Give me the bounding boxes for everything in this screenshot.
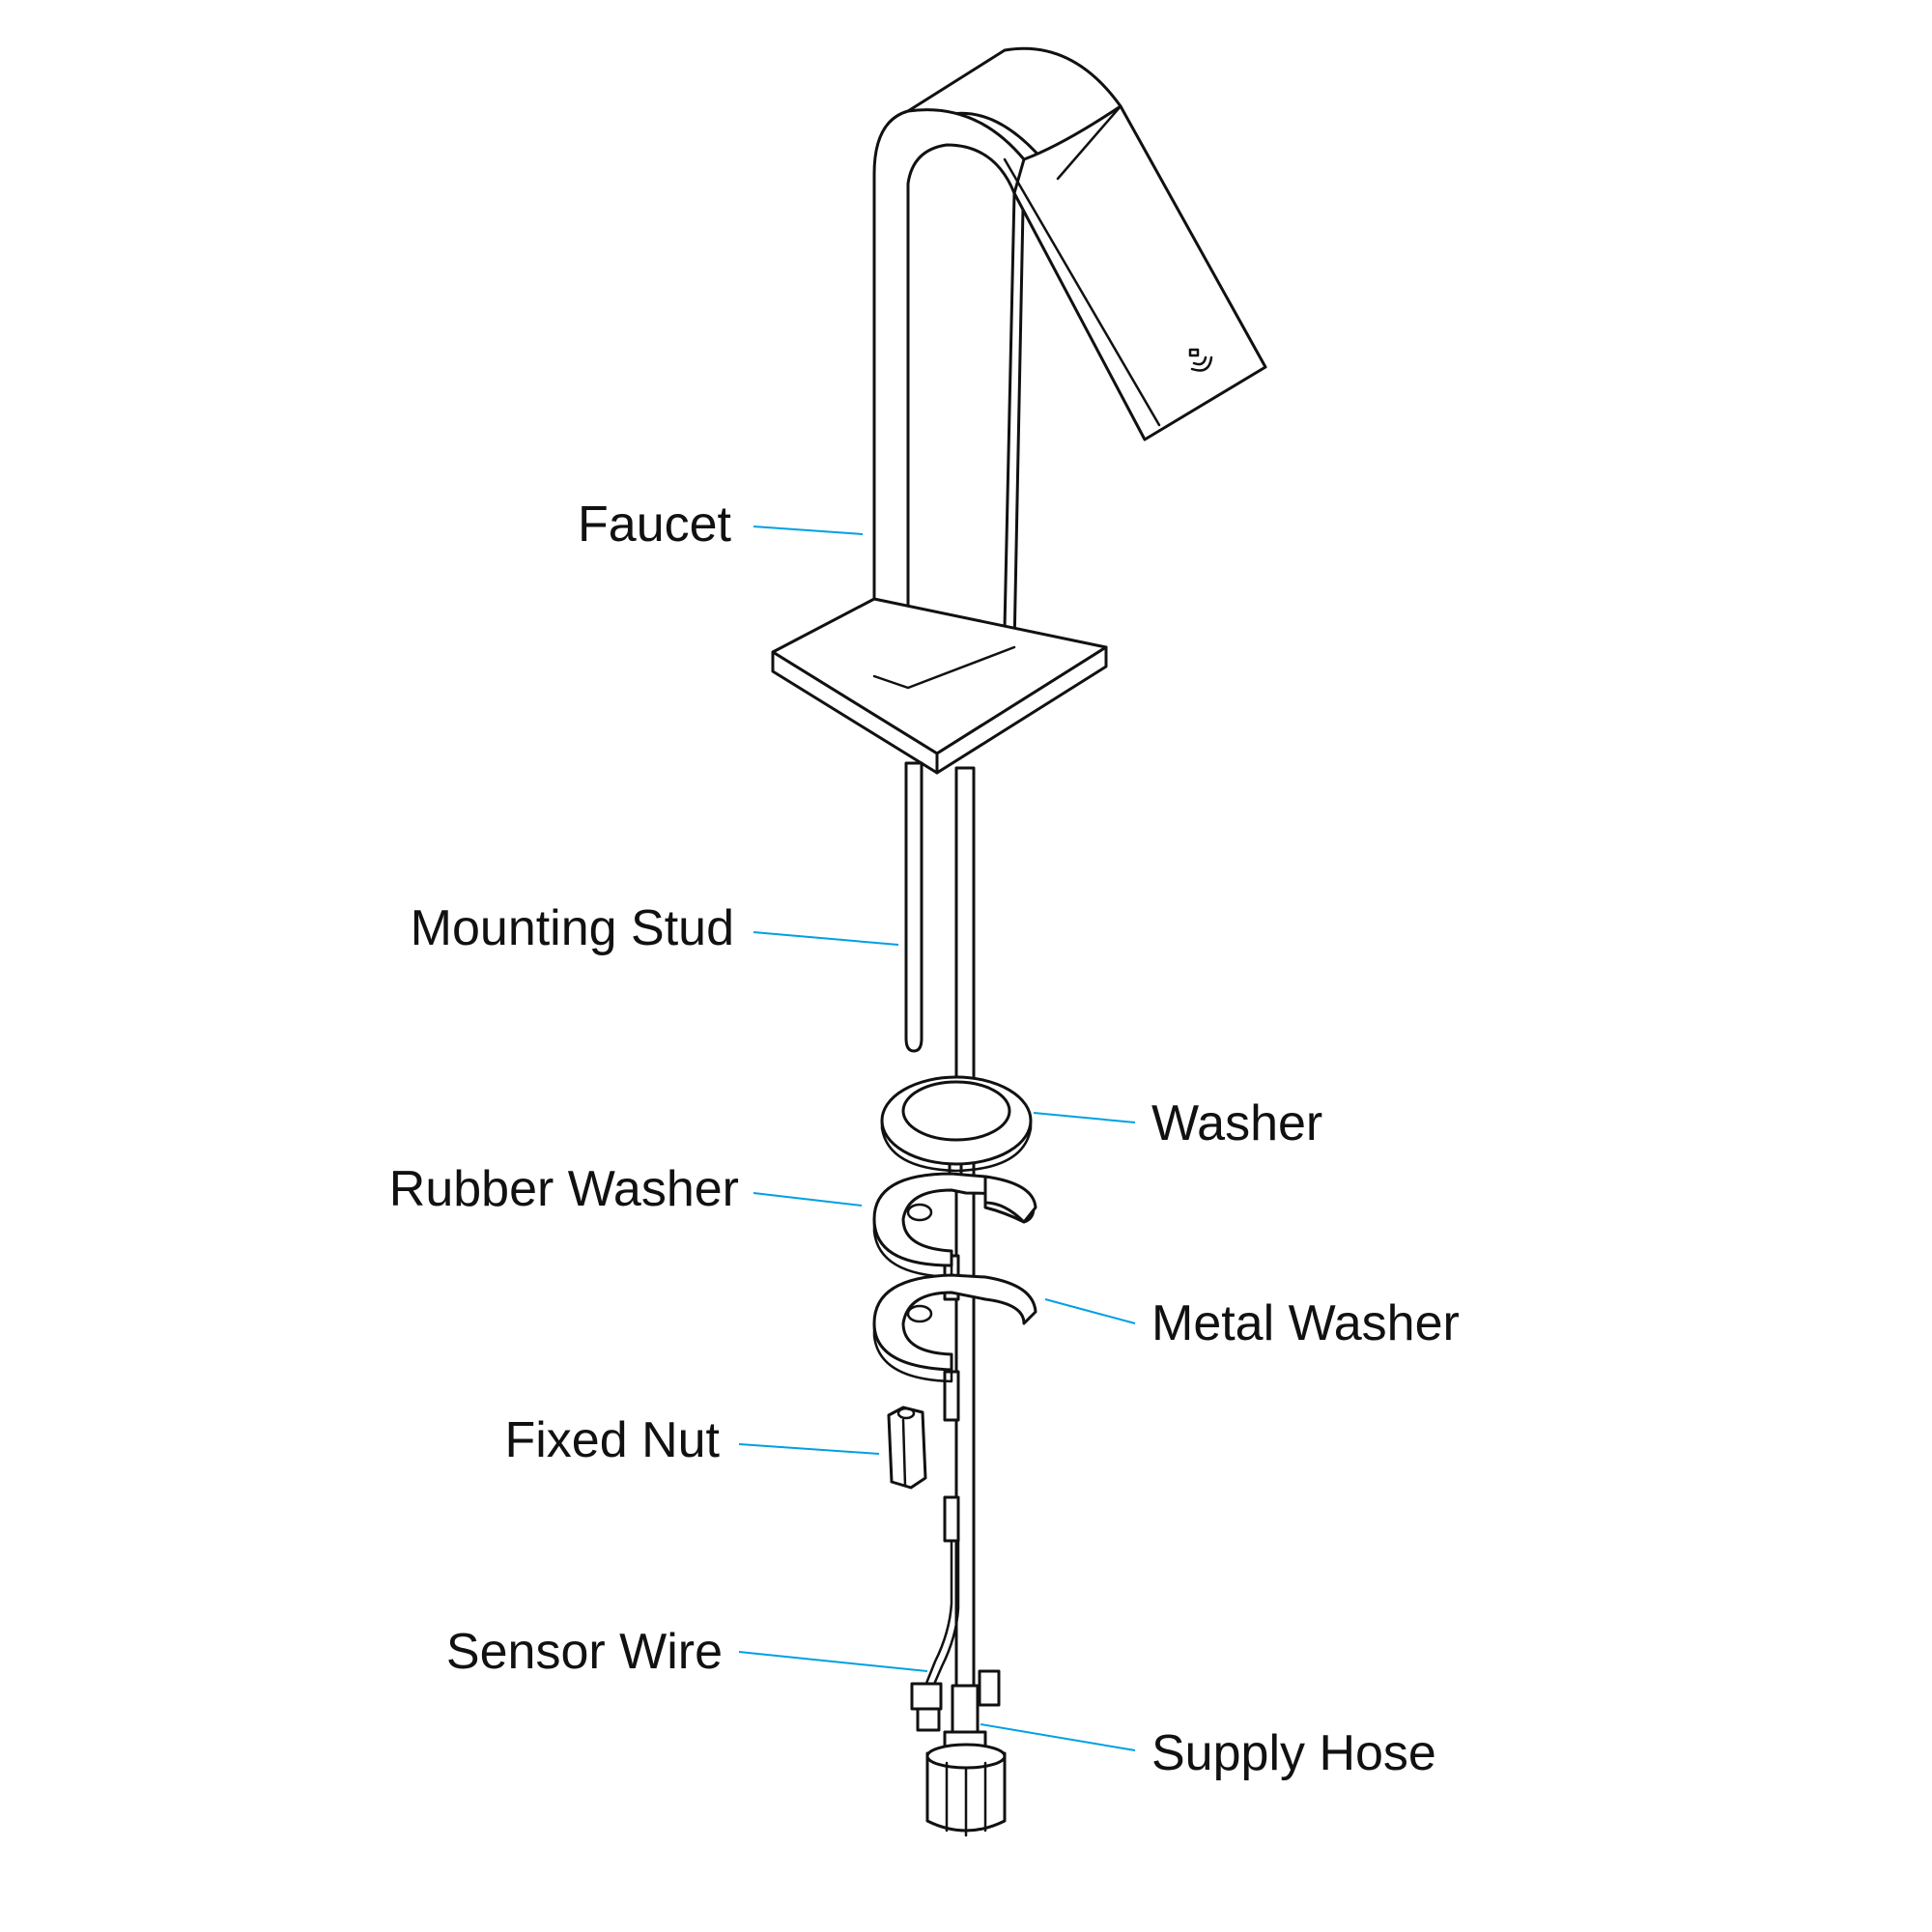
leader-supply-hose — [980, 1723, 1136, 1751]
faucet-part — [872, 46, 1267, 678]
leader-rubber-washer — [753, 1192, 863, 1207]
supply-hose-nut — [925, 1684, 1007, 1837]
label-metal-washer: Metal Washer — [1151, 1295, 1460, 1351]
rubber-washer — [872, 1172, 1037, 1279]
label-mounting-stud: Mounting Stud — [411, 900, 734, 956]
label-rubber-washer: Rubber Washer — [389, 1161, 739, 1217]
mounting-stud — [904, 761, 923, 1053]
label-faucet: Faucet — [578, 497, 732, 553]
label-fixed-nut: Fixed Nut — [504, 1412, 720, 1468]
leader-lines — [738, 526, 1136, 1751]
leader-faucet — [753, 526, 864, 535]
leader-sensor-wire — [738, 1651, 928, 1672]
base-plate — [771, 597, 1108, 775]
leader-fixed-nut — [738, 1443, 880, 1455]
leader-washer — [1033, 1112, 1136, 1123]
sensor-wire — [910, 1539, 1001, 1732]
fixed-nut — [887, 1406, 927, 1490]
washer — [880, 1075, 1033, 1173]
leader-metal-washer — [1044, 1298, 1136, 1324]
leader-mounting-stud — [753, 931, 899, 946]
label-supply-hose: Supply Hose — [1151, 1725, 1436, 1781]
label-washer: Washer — [1151, 1095, 1322, 1151]
label-sensor-wire: Sensor Wire — [446, 1624, 723, 1680]
sensor-icon — [1188, 348, 1213, 372]
metal-washer — [872, 1273, 1037, 1383]
